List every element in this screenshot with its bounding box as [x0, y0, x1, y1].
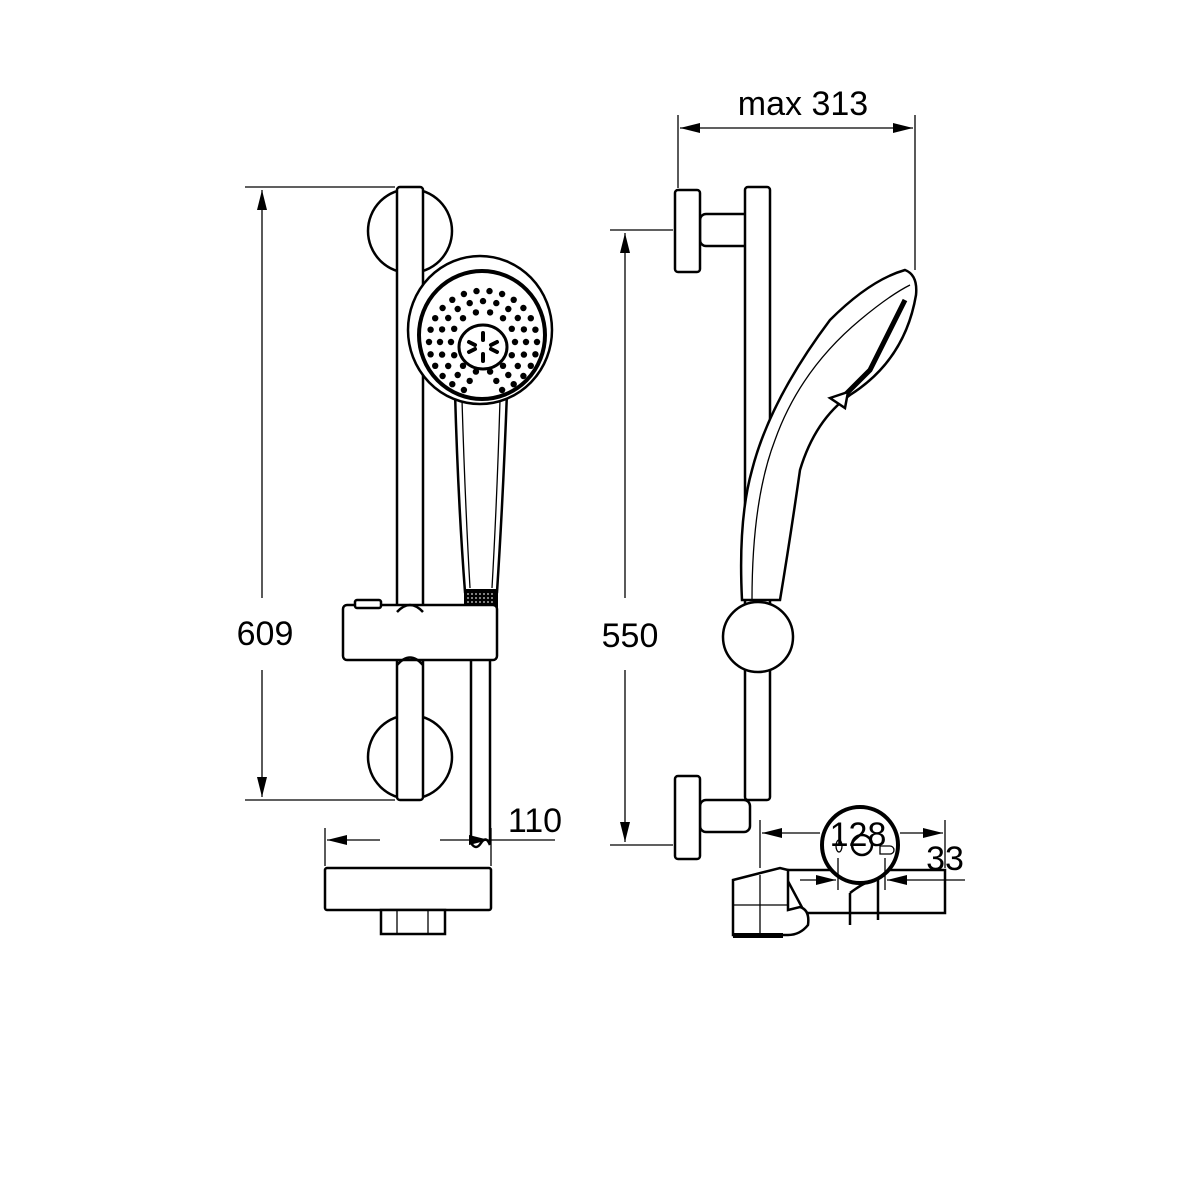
- dim-label-max-313: max 313: [738, 85, 868, 123]
- dimension-max-projection: max 313: [677, 85, 916, 270]
- nozzle-dot: [439, 372, 446, 380]
- bottom-wall-bracket-side: [673, 774, 752, 861]
- dimension-hose-offset: 33: [800, 840, 965, 890]
- nozzle-dot: [505, 305, 512, 313]
- dimension-soap-dish-projection: 128: [759, 816, 946, 868]
- dim-label-609: 609: [237, 615, 294, 653]
- dim-label-550: 550: [602, 617, 659, 655]
- nozzle-dot: [454, 305, 461, 313]
- nozzle-dot: [459, 362, 467, 369]
- nozzle-dot: [460, 386, 468, 394]
- nozzle-dot: [479, 297, 487, 305]
- nozzle-dot: [508, 352, 515, 359]
- nozzle-dot: [508, 325, 515, 332]
- nozzle-dot: [466, 299, 473, 307]
- spray-nozzles: [425, 287, 541, 394]
- nozzle-dot: [527, 362, 534, 369]
- nozzle-dot: [432, 315, 439, 322]
- nozzle-dot: [520, 351, 528, 358]
- nozzle-dot: [427, 326, 434, 333]
- dim-label-33: 33: [926, 840, 964, 878]
- hand-shower-front: [406, 254, 554, 608]
- nozzle-dot: [527, 315, 534, 322]
- nozzle-dot: [486, 309, 494, 316]
- soap-dish-front: [323, 866, 493, 936]
- nozzle-dot: [449, 296, 456, 303]
- side-view: max 313 550 128 33: [602, 85, 965, 938]
- nozzle-dot: [510, 296, 517, 303]
- nozzle-dot: [514, 314, 521, 322]
- nozzle-dot: [498, 290, 506, 298]
- bottom-view-detail: [820, 805, 900, 925]
- nozzle-dot: [499, 315, 507, 322]
- nozzle-dot: [520, 372, 527, 380]
- dimension-total-height: 609: [237, 186, 395, 801]
- slider-holder-front: [341, 598, 499, 666]
- nozzle-dot: [472, 309, 480, 316]
- nozzle-dot: [486, 287, 493, 295]
- nozzle-dot: [498, 386, 506, 394]
- nozzle-dot: [493, 299, 500, 307]
- nozzle-dot: [447, 338, 455, 346]
- nozzle-dot: [454, 371, 461, 379]
- hose: [469, 660, 492, 849]
- nozzle-dot: [459, 315, 467, 322]
- nozzle-dot: [445, 314, 452, 322]
- nozzle-dot: [432, 362, 439, 369]
- nozzle-dot: [473, 287, 480, 295]
- nozzle-dot: [427, 351, 434, 358]
- nozzle-dot: [451, 325, 458, 332]
- nozzle-dot: [438, 326, 446, 333]
- top-wall-bracket-side: [673, 188, 752, 274]
- dim-label-128: 128: [830, 816, 887, 854]
- nozzle-dot: [438, 351, 446, 358]
- nozzle-dot: [472, 368, 480, 375]
- nozzle-dot: [425, 338, 433, 346]
- nozzle-dot: [449, 381, 456, 388]
- hand-shower-side: [739, 268, 918, 602]
- nozzle-dot: [486, 368, 494, 375]
- dim-label-110: 110: [508, 802, 562, 840]
- nozzle-dot: [522, 338, 530, 346]
- nozzle-dot: [499, 362, 507, 369]
- nozzle-dot: [439, 304, 446, 312]
- slider-holder-side: [721, 600, 795, 674]
- nozzle-dot: [511, 338, 519, 346]
- nozzle-dot: [510, 381, 517, 388]
- nozzle-dot: [532, 326, 539, 333]
- nozzle-dot: [436, 338, 444, 346]
- nozzle-dot: [532, 351, 539, 358]
- dimension-soap-dish-width: 110: [324, 802, 562, 866]
- nozzle-dot: [514, 362, 521, 370]
- nozzle-dot: [451, 352, 458, 359]
- dimension-bracket-spacing: 550: [602, 229, 673, 846]
- nozzle-dot: [520, 304, 527, 312]
- nozzle-dot: [460, 290, 468, 298]
- nozzle-dot: [520, 326, 528, 333]
- rail: [395, 185, 425, 802]
- nozzle-dot: [445, 362, 452, 370]
- front-view: 609 110: [237, 185, 562, 936]
- nozzle-dot: [493, 377, 500, 385]
- nozzle-dot: [533, 338, 541, 346]
- nozzle-dot: [466, 377, 473, 385]
- nozzle-dot: [505, 371, 512, 379]
